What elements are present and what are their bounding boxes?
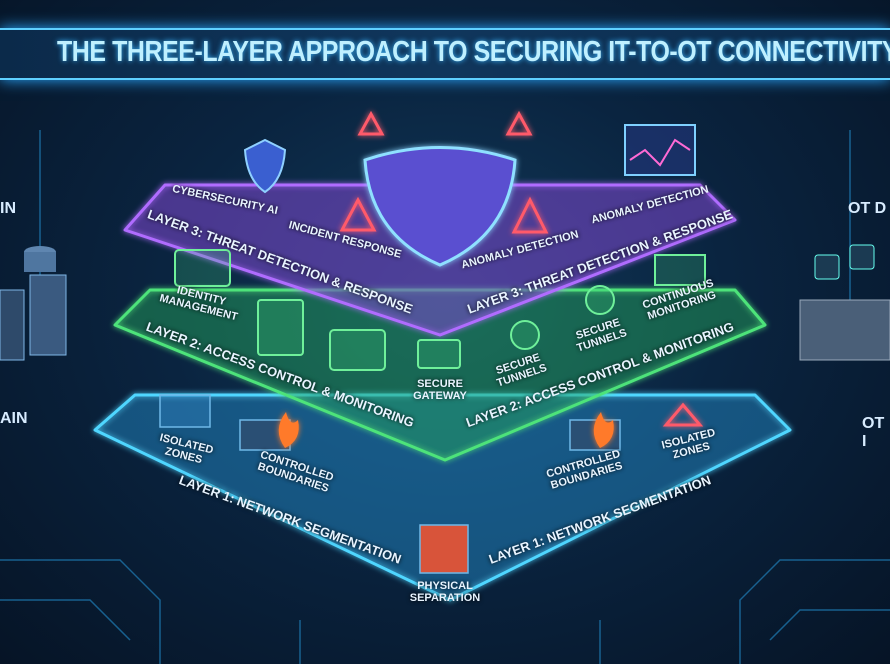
layer2-item: SECURE GATEWAY	[413, 378, 467, 402]
factory-icon	[799, 244, 890, 361]
flame-icon	[593, 412, 614, 448]
chart-icon	[159, 394, 211, 428]
circuit-traces	[0, 130, 890, 664]
shield-icon	[243, 138, 287, 194]
layer2-platform	[113, 288, 767, 462]
warning-icon	[662, 402, 704, 427]
layer1-item: PHYSICAL SEPARATION	[409, 580, 481, 604]
lock-icon	[417, 339, 461, 369]
warning-icon	[357, 110, 385, 136]
title-banner	[0, 28, 890, 80]
lock-icon	[257, 299, 304, 356]
flame-icon	[278, 412, 299, 448]
it-domain-label: AIN	[0, 410, 28, 427]
server-icon	[0, 246, 67, 361]
chart-icon	[624, 124, 696, 176]
it-domain-label: IN	[0, 200, 16, 217]
warning-icon	[339, 196, 377, 232]
id-card-icon	[329, 329, 386, 371]
warning-icon	[505, 110, 533, 136]
shield-icon	[363, 146, 517, 267]
chart-icon	[654, 254, 706, 286]
ot-domain-label: OT I	[862, 415, 885, 450]
warning-icon	[511, 196, 549, 234]
ot-domain-label: OT D	[848, 200, 887, 217]
magnifier-lock-icon	[510, 320, 540, 350]
page-title: THE THREE-LAYER APPROACH TO SECURING IT-…	[57, 36, 890, 68]
magnifier-lock-icon	[585, 285, 615, 315]
id-card-icon	[174, 249, 231, 287]
firewall-icon	[419, 524, 469, 574]
